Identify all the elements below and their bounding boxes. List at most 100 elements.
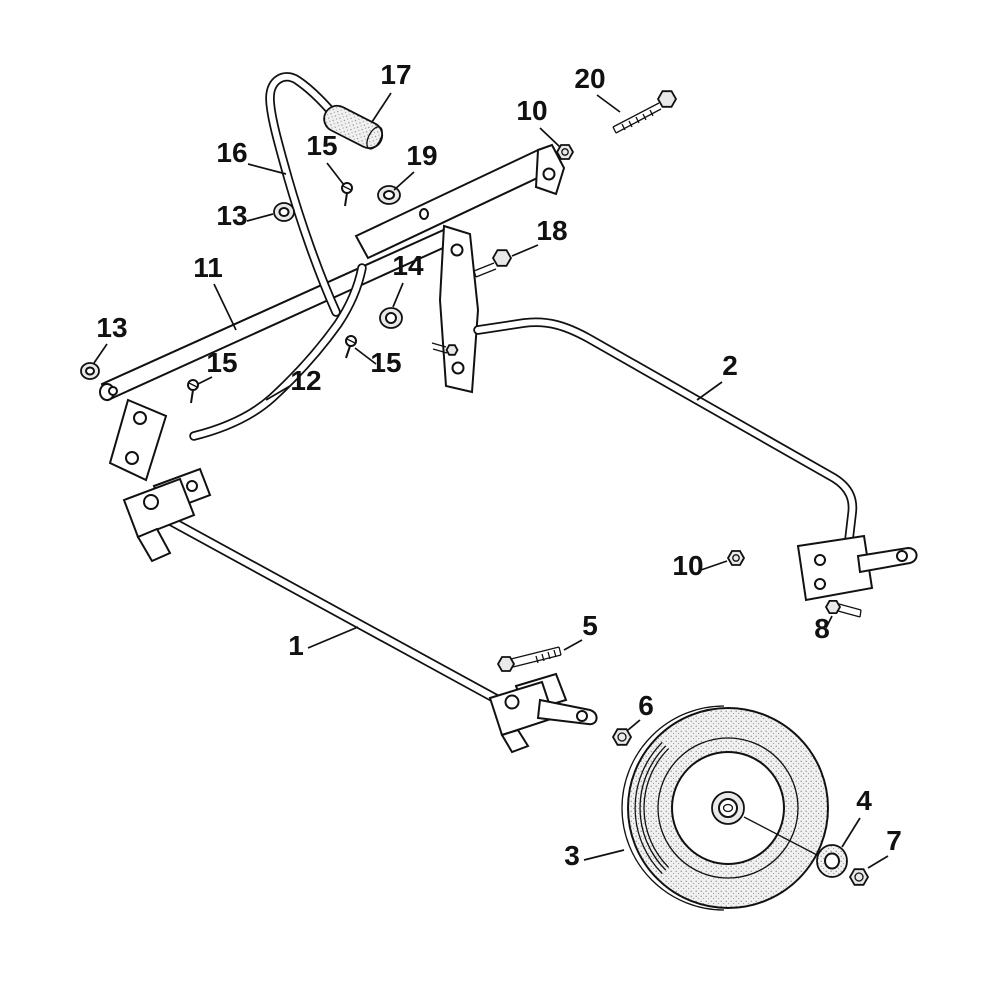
nut-6-hole bbox=[617, 732, 627, 742]
nut-10-right-hole bbox=[732, 554, 740, 562]
screw-15-left-slot bbox=[188, 382, 198, 388]
right-bracket-hole-2 bbox=[814, 578, 826, 590]
right-bracket-hole-1 bbox=[814, 554, 826, 566]
arm-hole bbox=[896, 550, 908, 562]
washer-13-left-hole bbox=[85, 366, 95, 376]
part-label-18-7: 18 bbox=[536, 215, 567, 246]
leader-line-8-16 bbox=[825, 615, 833, 629]
tread-line-3 bbox=[643, 748, 670, 868]
washer-13-left bbox=[80, 362, 100, 380]
bar-2-fill bbox=[475, 319, 856, 551]
part-label-5-18: 5 bbox=[582, 610, 598, 641]
leader-line-2-14 bbox=[696, 381, 723, 401]
leader-line-15-11 bbox=[197, 376, 213, 385]
bracket-hole-bottom bbox=[451, 361, 465, 375]
ra-arm-hole bbox=[576, 710, 588, 722]
bolt-20-shaft bbox=[612, 102, 660, 128]
bolt-5-shaft bbox=[510, 646, 560, 660]
handle-fill bbox=[267, 73, 345, 315]
part-label-8-16: 8 bbox=[814, 613, 830, 644]
right-axle-bracket bbox=[488, 672, 598, 754]
nut-10-right bbox=[726, 550, 746, 566]
left-link-plate bbox=[108, 398, 168, 482]
nut-7-hole bbox=[854, 872, 864, 882]
leader-line-13-10 bbox=[93, 343, 108, 364]
bushing-19-hole bbox=[383, 190, 395, 200]
tread-line-1 bbox=[634, 741, 663, 875]
part-label-14-9: 14 bbox=[392, 250, 424, 281]
hubcap-4 bbox=[816, 844, 848, 878]
axle-fill bbox=[156, 511, 522, 715]
nut-6 bbox=[611, 728, 633, 746]
nut-10-top-body bbox=[555, 144, 575, 160]
stud-shaft bbox=[431, 342, 447, 348]
flange-hole bbox=[542, 167, 556, 181]
leader-line-10-15 bbox=[700, 560, 728, 571]
part-label-15-12: 15 bbox=[370, 347, 401, 378]
bracket-hole-top bbox=[450, 243, 464, 257]
leader-line-15-12 bbox=[354, 347, 377, 365]
wheel-assembly bbox=[621, 705, 829, 911]
bolt-5 bbox=[496, 646, 562, 672]
leader-line-11-8 bbox=[213, 283, 237, 331]
leader-line-7-22 bbox=[867, 855, 889, 869]
left-bracket-front-plate bbox=[122, 477, 196, 539]
link-hole-bottom bbox=[125, 451, 139, 465]
part-label-4-21: 4 bbox=[856, 785, 872, 816]
bolt-18-shaft-2 bbox=[475, 268, 497, 278]
hub-axis-line bbox=[743, 816, 818, 856]
screw-15-left-shaft bbox=[190, 389, 194, 404]
leader-line-19-4 bbox=[393, 171, 415, 191]
bar-11-hole bbox=[108, 386, 118, 396]
frame-bar-2 bbox=[473, 317, 858, 553]
bolt-18-tip bbox=[473, 270, 477, 278]
center-bracket bbox=[431, 224, 480, 394]
washer-14-hole bbox=[385, 312, 397, 324]
grip-end-cap bbox=[366, 126, 383, 150]
leader-line-12-13 bbox=[265, 385, 291, 401]
bolt-18-shaft bbox=[473, 262, 495, 272]
bolt-18 bbox=[473, 249, 513, 278]
bolt-8-shaft bbox=[838, 603, 862, 611]
nut-6-body bbox=[611, 728, 633, 746]
right-bracket bbox=[796, 534, 918, 602]
tire-outer bbox=[627, 707, 829, 909]
part-label-20-1: 20 bbox=[574, 63, 605, 94]
link-hole-top bbox=[133, 411, 147, 425]
bolt-8-head bbox=[824, 600, 842, 614]
nut-10-right-body bbox=[726, 550, 746, 566]
part-label-11-8: 11 bbox=[193, 252, 223, 283]
part-label-15-3: 15 bbox=[306, 130, 337, 161]
part-label-12-13: 12 bbox=[290, 365, 321, 396]
top-bar-hole bbox=[419, 208, 429, 220]
leader-line-4-21 bbox=[841, 817, 861, 848]
tire-back-edge bbox=[621, 705, 725, 911]
nut-7-body bbox=[848, 868, 870, 886]
left-bracket-front-hole bbox=[143, 494, 159, 510]
ra-bracket-tab bbox=[500, 728, 530, 754]
bolt-5-threads bbox=[535, 649, 557, 664]
screw-15-top-shaft bbox=[344, 192, 348, 207]
screw-15-top bbox=[341, 182, 353, 207]
nut-7 bbox=[848, 868, 870, 886]
leader-line-20-1 bbox=[596, 94, 621, 113]
bolt-5-head bbox=[496, 656, 516, 672]
part-label-6-19: 6 bbox=[638, 690, 654, 721]
top-bar bbox=[354, 143, 566, 260]
bolt-18-head bbox=[491, 249, 513, 267]
part-label-15-11: 15 bbox=[206, 347, 237, 378]
screw-15-top-slot bbox=[342, 185, 352, 191]
nut-10-top-hole bbox=[561, 148, 569, 156]
leader-line-3-20 bbox=[583, 849, 625, 861]
tire-inner-edge bbox=[657, 737, 799, 879]
bracket-stud bbox=[445, 344, 459, 356]
rod-12-fill bbox=[191, 265, 365, 439]
screw-15-mid-shaft bbox=[345, 345, 351, 359]
bolt-8 bbox=[824, 600, 862, 618]
leader-line-1-17 bbox=[307, 626, 359, 649]
tread-line-2 bbox=[639, 745, 667, 871]
leader-line-16-2 bbox=[247, 163, 287, 175]
bolt-5-tip bbox=[558, 646, 562, 656]
hub-center-hole bbox=[722, 803, 734, 813]
